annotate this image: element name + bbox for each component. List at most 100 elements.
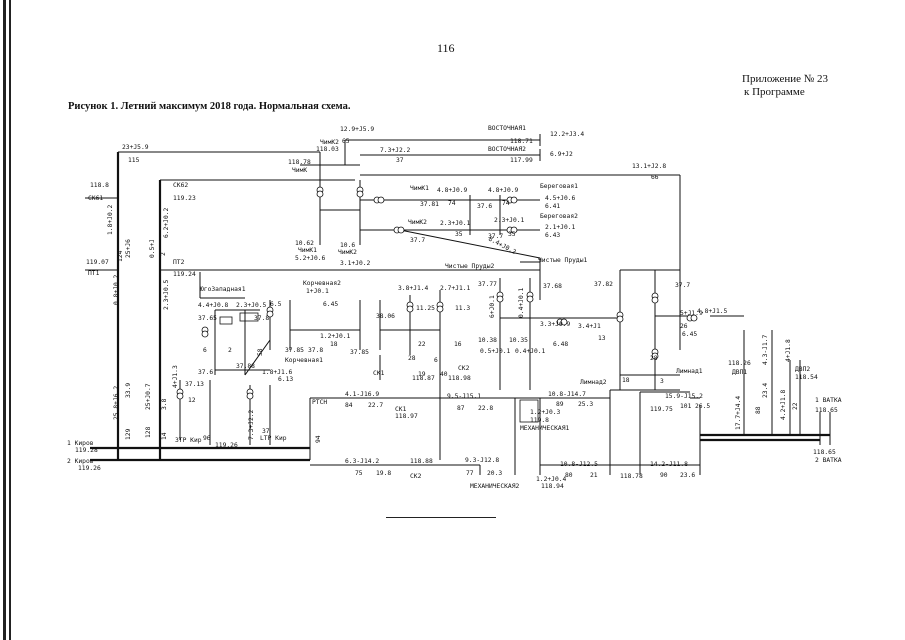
schematic-lines [85,134,831,475]
line-84: 84 [345,402,353,409]
sk2-label-b: СК2 [410,473,422,480]
flow-9-3: 9.3-J12.8 [465,457,499,464]
flow-1-2-c: 1.2+J0.4 [536,476,567,483]
line-87: 87 [457,405,465,412]
flow-4-3: 4.3-J1.7 [762,334,769,365]
flow-3-4: 3.4+J1 [578,323,601,330]
voltage-119-75: 119.75 [650,406,673,413]
voltage-119-07: 119.07 [86,259,109,266]
voltage-10-62: 10.62 [295,240,314,247]
value-11-25: 11.25 [416,305,435,312]
flow-12-9: 12.9+J5.9 [340,126,374,133]
voltage-118-94: 118.94 [541,483,564,490]
line-96: 96 [203,435,211,442]
line-94: 94 [315,435,322,443]
value-23-6: 23.6 [680,472,695,479]
flow-4-j1-3: 4+J1.3 [172,365,179,388]
vatka-1-label: 1 ВАТКА [815,397,842,404]
sk1-label-b: СК1 [395,406,407,413]
voltage-119-24: 119.24 [173,271,196,278]
value-6-41: 6.41 [545,203,560,210]
value-37-13: 37.13 [185,381,204,388]
beregovaya-2-label: Береговая2 [540,213,578,220]
voltage-38-06: 38.06 [376,313,395,320]
voltage-119-23: 119.23 [173,195,196,202]
flow-2-3: 2.3+J0.5 [163,279,170,310]
chimk2-label-c: ЧимК2 [408,219,427,226]
flow-6-3: 6.3-J14.2 [345,458,379,465]
voltage-118-65: 118.65 [815,407,838,414]
chimk2-label: ЧимК2 [320,139,339,146]
value-6-13: 6.13 [278,376,293,383]
flow-2-3-b: 2.3+J0.5 [236,302,267,309]
page-left-edge [3,0,6,640]
line-6: 6 [203,347,207,354]
flow-1-8: 1.8+J0.2 [107,204,114,235]
line-35: 35 [455,231,463,238]
sk1-label: СК1 [373,370,385,377]
value-11-3: 11.3 [455,305,470,312]
voltage-118-88: 118.88 [410,458,433,465]
voltage-118-26: 118.26 [728,360,751,367]
flow-5-j1-9: 5+J1.9 [680,310,703,317]
rtsn-label: РТСН [312,399,327,406]
chistye-prudy-2-label: Чистые Пруды2 [445,263,494,270]
value-25-3: 25.3 [578,401,593,408]
voltage-118-97: 118.97 [395,413,418,420]
voltage-37-65: 37.65 [198,315,217,322]
voltage-117-99: 117.99 [510,157,533,164]
chistye-prudy-1-label: Чистые Пруды1 [538,257,587,264]
line-22: 22 [418,341,426,348]
limnad-2-label: Лимнад2 [580,379,607,386]
voltage-119-26-b: 119.26 [215,442,238,449]
chimk1-label: ЧимК1 [298,247,317,254]
voltage-37-8: 37.8 [254,315,269,322]
line-19: 19 [418,371,426,378]
flow-4-2: 4.2+J1.8 [780,389,787,420]
voltage-37-6-b: 37.6 [477,203,492,210]
flow-25-8: 25.8+J6.2 [113,386,120,420]
flow-7-3: 7.3+J2.2 [248,409,255,440]
line-18: 18 [330,341,338,348]
voltage-118-78: 118.78 [288,159,311,166]
line-35-b: 35 [508,231,516,238]
line-80: 80 [565,472,573,479]
line-90: 90 [660,472,668,479]
dvp1-label: ДВП1 [732,369,747,376]
value-10-35: 10.35 [509,337,528,344]
flow-1-8-b: 1.8+J1.6 [262,369,293,376]
flow-2-1: 2.1+J0.1 [545,224,576,231]
vatka-2-label: 2 ВАТКА [815,457,842,464]
line-18-b: 18 [622,377,630,384]
flow-5-2: 5.2+J0.6 [295,255,326,262]
flow-0-5-b: 0.5+J0.1 [480,348,511,355]
voltage-37-7-b: 37.7 [410,237,425,244]
ltp-kir-label: LTP Кир [260,435,287,442]
dvp2-label: ДВП2 [795,366,810,373]
ztp-kir-label: ЗТР Кир [175,437,202,444]
line-2-b: 2 [228,347,232,354]
line-16: 16 [454,341,462,348]
footer-rule [386,517,496,518]
chimk1-label-b: ЧимК1 [410,185,429,192]
voltage-118-87: 118.87 [412,375,435,382]
line-28-b: 28 [650,355,658,362]
flow-6-9: 6.9+J2 [550,151,573,158]
voltage-37-82: 37.82 [594,281,613,288]
flow-4-8-b: 4.8+J0.9 [488,187,519,194]
voltage-37-8-b: 37.8 [308,347,323,354]
value-6-48: 6.48 [553,341,568,348]
value-23-4: 23.4 [762,383,769,398]
value-10-38: 10.38 [478,337,497,344]
voltage-118-54: 118.54 [795,374,818,381]
mekhanicheskaya-2-label: МЕХАНИЧЕСКАЯ2 [470,483,519,490]
line-65: 65 [342,138,350,145]
flow-3-8-j1-4: 3.8+J1.4 [398,285,429,292]
line-74: 74 [448,200,456,207]
voltage-37-85: 37.85 [285,347,304,354]
voltage-119-26: 119.26 [78,465,101,472]
line-129: 129 [125,428,132,440]
value-6-45: 6.45 [323,301,338,308]
korchevnaya-1-label: Корчевная1 [285,357,323,364]
value-3-8: 3.8 [161,398,168,410]
